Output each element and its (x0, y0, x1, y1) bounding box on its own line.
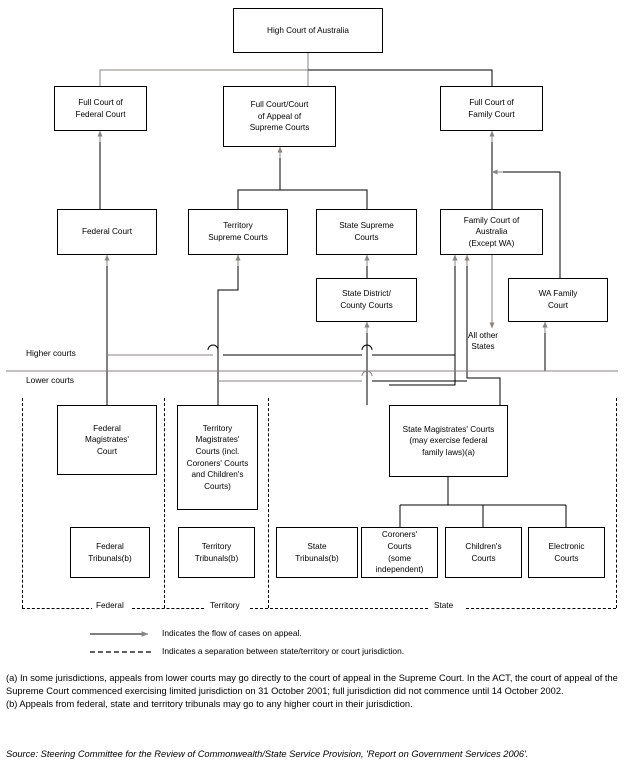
jurisdiction-divider-federal-territory (164, 398, 165, 608)
box-state-magistrates-courts[interactable]: State Magistrates' Courts (may exercise … (389, 405, 508, 477)
dashed-line-icon (90, 645, 160, 657)
legend-label: Indicates the flow of cases on appeal. (162, 628, 302, 638)
box-federal-tribunals[interactable]: Federal Tribunals(b) (70, 527, 150, 578)
box-full-court-family[interactable]: Full Court of Family Court (440, 86, 543, 131)
jurisdiction-baseline-territory (250, 608, 428, 609)
connector-arrowheads (97, 130, 548, 333)
box-childrens-courts[interactable]: Children's Courts (445, 527, 522, 578)
jurisdiction-divider-right (616, 398, 617, 608)
box-label: State District/ County Courts (340, 289, 393, 310)
box-full-court-federal[interactable]: Full Court of Federal Court (54, 86, 147, 131)
box-coroners-courts[interactable]: Coroners' Courts (some independent) (361, 527, 438, 578)
box-state-tribunals[interactable]: State Tribunals(b) (276, 527, 358, 578)
box-full-court-appeal-supreme[interactable]: Full Court/Court of Appeal of Supreme Co… (223, 86, 336, 147)
box-label: Children's Courts (465, 541, 502, 563)
box-territory-magistrates-courts[interactable]: Territory Magistrates' Courts (incl. Cor… (177, 405, 258, 510)
box-label: Territory Supreme Courts (208, 221, 268, 242)
tier-label-lower-courts: Lower courts (26, 375, 76, 385)
legend-item-jurisdiction-separator: Indicates a separation between state/ter… (0, 642, 624, 660)
footnote-b: (b) Appeals from federal, state and terr… (6, 698, 413, 709)
jurisdiction-label-territory: Territory (206, 601, 244, 610)
box-federal-court[interactable]: Federal Court (57, 209, 157, 255)
jurisdiction-label-state: State (430, 601, 458, 610)
jurisdiction-divider-territory-state (268, 398, 269, 608)
solid-arrow-icon (90, 627, 160, 639)
box-label: State Supreme Courts (339, 221, 394, 242)
jurisdiction-label-federal: Federal (92, 601, 128, 610)
box-territory-supreme-courts[interactable]: Territory Supreme Courts (188, 209, 288, 255)
source-note: Source: Steering Committee for the Revie… (6, 749, 529, 759)
legend-label: Indicates a separation between state/ter… (162, 646, 405, 656)
jurisdiction-divider-left (22, 398, 23, 608)
legend: Indicates the flow of cases on appeal. I… (0, 624, 624, 660)
box-label: Territory Tribunals(b) (194, 541, 239, 563)
box-family-court-australia[interactable]: Family Court of Australia (Except WA) (440, 209, 543, 255)
box-label: Territory Magistrates' Courts (incl. Cor… (186, 423, 249, 491)
box-label: High Court of Australia (267, 25, 349, 35)
box-state-supreme-courts[interactable]: State Supreme Courts (316, 209, 417, 255)
box-label: Federal Magistrates' Court (85, 423, 129, 456)
jurisdiction-baseline-federal-2 (132, 608, 204, 609)
box-electronic-courts[interactable]: Electronic Courts (528, 527, 605, 578)
box-federal-magistrates-court[interactable]: Federal Magistrates' Court (57, 405, 157, 475)
box-state-district-county-courts[interactable]: State District/ County Courts (316, 278, 417, 322)
box-label: Coroners' Courts (some independent) (375, 530, 424, 575)
annotation-all-other-states: All other States (468, 331, 499, 352)
footnotes: (a) In some jurisdictions, appeals from … (6, 672, 618, 710)
box-wa-family-court[interactable]: WA Family Court (508, 278, 608, 322)
jurisdiction-baseline-state (466, 608, 616, 609)
box-label: Federal Tribunals(b) (88, 541, 132, 563)
box-label: State Magistrates' Courts (may exercise … (402, 424, 495, 457)
box-label: Full Court of Family Court (468, 97, 515, 119)
box-label: State Tribunals(b) (295, 541, 339, 563)
legend-item-appeal-flow: Indicates the flow of cases on appeal. (0, 624, 624, 642)
box-label: WA Family Court (538, 289, 578, 310)
court-hierarchy-diagram: Federal Territory State (6, 8, 618, 610)
footnote-a: (a) In some jurisdictions, appeals from … (6, 673, 618, 696)
jurisdiction-baseline-federal (22, 608, 94, 609)
box-label: Federal Court (81, 227, 133, 237)
box-label: Full Court of Federal Court (75, 97, 126, 119)
box-label: Family Court of Australia (Except WA) (463, 215, 520, 248)
box-territory-tribunals[interactable]: Territory Tribunals(b) (178, 527, 255, 578)
box-label: Full Court/Court of Appeal of Supreme Co… (249, 100, 310, 133)
box-label: Electronic Courts (548, 541, 585, 563)
tier-label-higher-courts: Higher courts (26, 348, 78, 358)
box-high-court[interactable]: High Court of Australia (233, 8, 383, 53)
